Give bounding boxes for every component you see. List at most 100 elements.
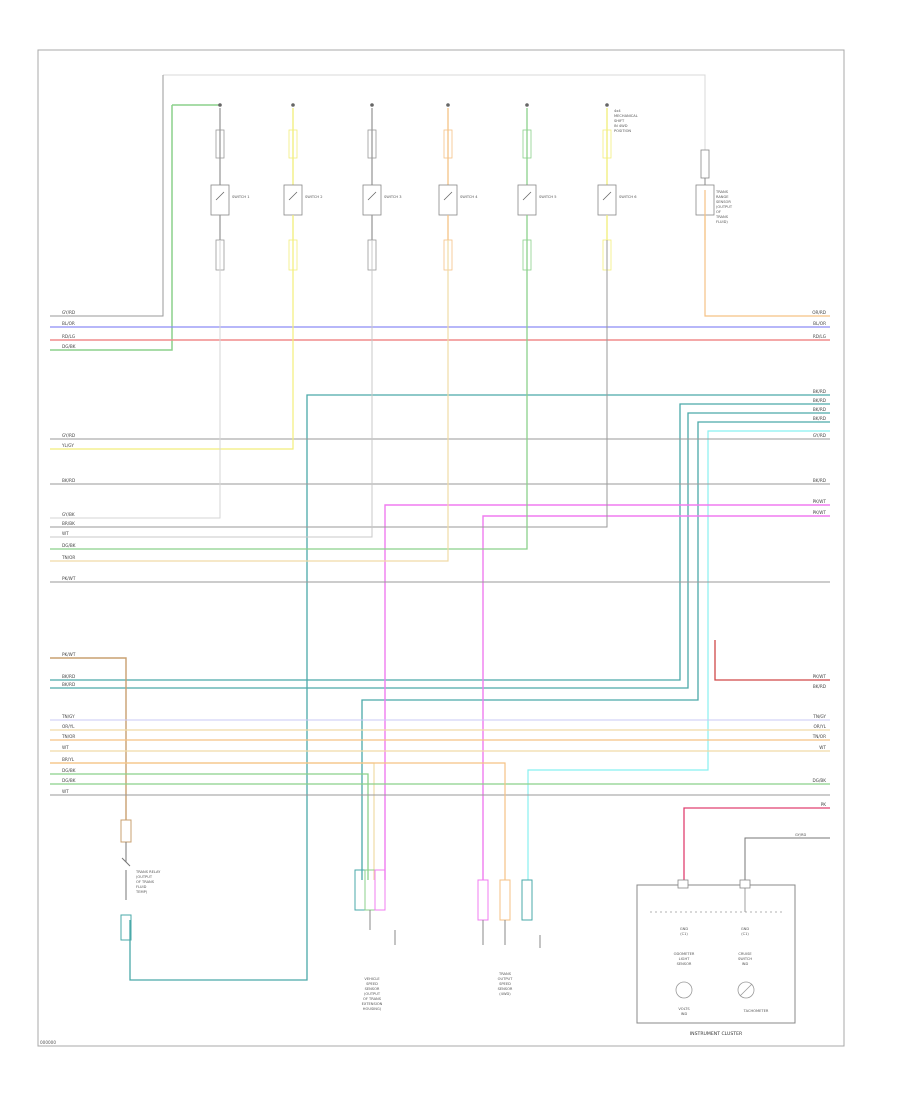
diagram-footer: 000000: [40, 1040, 56, 1045]
svg-text:IND: IND: [742, 962, 749, 966]
instrument-cluster: GND (C1) ODOMETER LIGHT SENSOR VOLTS IND…: [636, 833, 807, 1037]
wire-label: GY/RD: [62, 433, 75, 438]
wire-label: BK/RD: [62, 674, 75, 679]
wire-label: TN/OR: [61, 555, 75, 560]
switch-group: SWITCH 1 SWITCH 2 SWITCH 3 SWITCH 4 SWITCH 5…: [210, 103, 715, 271]
wire-label: PK/WT: [813, 499, 827, 504]
svg-text:SHIFT: SHIFT: [614, 119, 625, 123]
wire-label: BK/RD: [813, 389, 826, 394]
svg-text:LIGHT: LIGHT: [679, 957, 691, 961]
wire-label: DG/BK: [62, 768, 76, 773]
svg-text:SPEED: SPEED: [499, 982, 511, 986]
wire-label: BK/RD: [813, 398, 826, 403]
wire-label: RD/LG: [813, 334, 826, 339]
svg-text:OF TRANS: OF TRANS: [136, 880, 155, 884]
left-labels: GY/RD BL/OR RD/LG DG/BK GY/RD YL/GY BK/R…: [61, 310, 76, 794]
wire-label: BK/RD: [813, 478, 826, 483]
switch-s6: SWITCH 6: [597, 103, 637, 271]
wire-label: YL/GY: [61, 443, 74, 448]
svg-text:TRANS RELAY: TRANS RELAY: [135, 870, 161, 874]
diagram-border: [37, 49, 845, 1047]
svg-text:4x4: 4x4: [614, 109, 621, 113]
switch6-note: 4x4 MECHANICAL SHIFT IN 4WD POSITION: [614, 109, 638, 133]
wire-label: DG/BK: [62, 543, 76, 548]
wire-label: WT: [819, 745, 826, 750]
voltmeter-gauge-icon: [675, 981, 693, 999]
switch-s4: SWITCH 4: [438, 103, 478, 271]
wire-label: BL/OR: [62, 321, 75, 326]
svg-text:IN 4WD: IN 4WD: [614, 124, 628, 128]
switch-label: SWITCH 5: [539, 195, 557, 199]
wire-label: OR/RD: [812, 310, 826, 315]
svg-text:(4WD): (4WD): [499, 992, 511, 996]
svg-text:OF TRANS: OF TRANS: [363, 997, 382, 1001]
svg-text:GND: GND: [680, 927, 688, 931]
switch-label: SWITCH 3: [384, 195, 402, 199]
svg-text:CRUISE: CRUISE: [738, 952, 752, 956]
svg-text:OUTPUT: OUTPUT: [498, 977, 513, 981]
svg-text:FLUID: FLUID: [136, 885, 147, 889]
trans-output-speed-sensor: TRANS OUTPUT SPEED SENSOR (4WD): [477, 879, 541, 996]
svg-text:RANGE: RANGE: [716, 195, 729, 199]
wire-label: PK/WT: [813, 674, 827, 679]
svg-text:TACHOMETER: TACHOMETER: [743, 1009, 769, 1013]
wire-label: WT: [62, 789, 69, 794]
wire-label: DG/BK: [62, 344, 76, 349]
wire-label: WT: [62, 531, 69, 536]
wire-label: BR/YL: [62, 757, 75, 762]
svg-text:TRANS: TRANS: [715, 215, 729, 219]
wire-label: TN/OR: [61, 734, 75, 739]
wire-label: PK/WT: [813, 510, 827, 515]
vehicle-speed-sensor: VEHICLE SPEED SENSOR (OUTPUT OF TRANS EX…: [354, 869, 396, 1011]
wire-label: WT: [62, 745, 69, 750]
wire-label: BK/RD: [813, 416, 826, 421]
wire-label: TN/GY: [812, 714, 826, 719]
wire-label: GY/BK: [62, 512, 75, 517]
trans-relay: TRANS RELAY (OUTPUT OF TRANS FLUID TEMP): [120, 819, 161, 941]
switch-label: SWITCH 4: [460, 195, 478, 199]
switch-s1: SWITCH 1: [210, 103, 250, 271]
svg-text:(C1): (C1): [741, 932, 749, 936]
wire-label: RD/LG: [62, 334, 75, 339]
wire-label: DG/BK: [813, 778, 827, 783]
switch-label: SWITCH 1: [232, 195, 250, 199]
svg-text:(OUTPUT: (OUTPUT: [364, 992, 381, 996]
svg-text:(OUTPUT: (OUTPUT: [716, 205, 733, 209]
svg-text:IND: IND: [681, 1012, 688, 1016]
wire-label: GY/RD: [62, 310, 75, 315]
svg-text:GY/RD: GY/RD: [795, 833, 807, 837]
wire-label: PK/WT: [62, 652, 76, 657]
svg-text:TRANS: TRANS: [498, 972, 512, 976]
svg-text:EXTENSION: EXTENSION: [362, 1002, 383, 1006]
wire-bundle: [50, 190, 830, 981]
svg-text:POSITION: POSITION: [614, 129, 631, 133]
wire-label: BK/RD: [813, 684, 826, 689]
wire-label: OR/YL: [62, 724, 75, 729]
svg-text:MECHANICAL: MECHANICAL: [614, 114, 638, 118]
wire-label: BK/RD: [62, 478, 75, 483]
wire-label: OR/YL: [813, 724, 826, 729]
svg-text:VOLTS: VOLTS: [678, 1007, 690, 1011]
switch-label: SWITCH 2: [305, 195, 323, 199]
svg-text:SENSOR: SENSOR: [716, 200, 731, 204]
svg-text:SENSOR: SENSOR: [365, 987, 380, 991]
svg-text:(OUTPUT: (OUTPUT: [136, 875, 153, 879]
wire-label: BK/RD: [62, 682, 75, 687]
switch7-caption: TRANS RANGE SENSOR (OUTPUT OF TRANS FLUI…: [715, 190, 733, 224]
svg-text:SWITCH: SWITCH: [738, 957, 752, 961]
wire-label: TN/GY: [61, 714, 75, 719]
wire-label: PK: [821, 802, 827, 807]
svg-text:TRANS: TRANS: [715, 190, 729, 194]
svg-text:(C1): (C1): [680, 932, 688, 936]
switch-s2: SWITCH 2: [283, 103, 323, 271]
switch-s5: SWITCH 5: [517, 103, 557, 271]
svg-text:HOUSING): HOUSING): [363, 1007, 382, 1011]
wire-label: BK/RD: [813, 407, 826, 412]
svg-text:TEMP): TEMP): [135, 890, 148, 894]
svg-text:SPEED: SPEED: [366, 982, 378, 986]
wire-label: BR/BK: [62, 521, 75, 526]
svg-text:VEHICLE: VEHICLE: [364, 977, 380, 981]
svg-text:INSTRUMENT CLUSTER: INSTRUMENT CLUSTER: [690, 1031, 743, 1037]
svg-text:GND: GND: [741, 927, 749, 931]
svg-text:FLUID): FLUID): [716, 220, 728, 224]
